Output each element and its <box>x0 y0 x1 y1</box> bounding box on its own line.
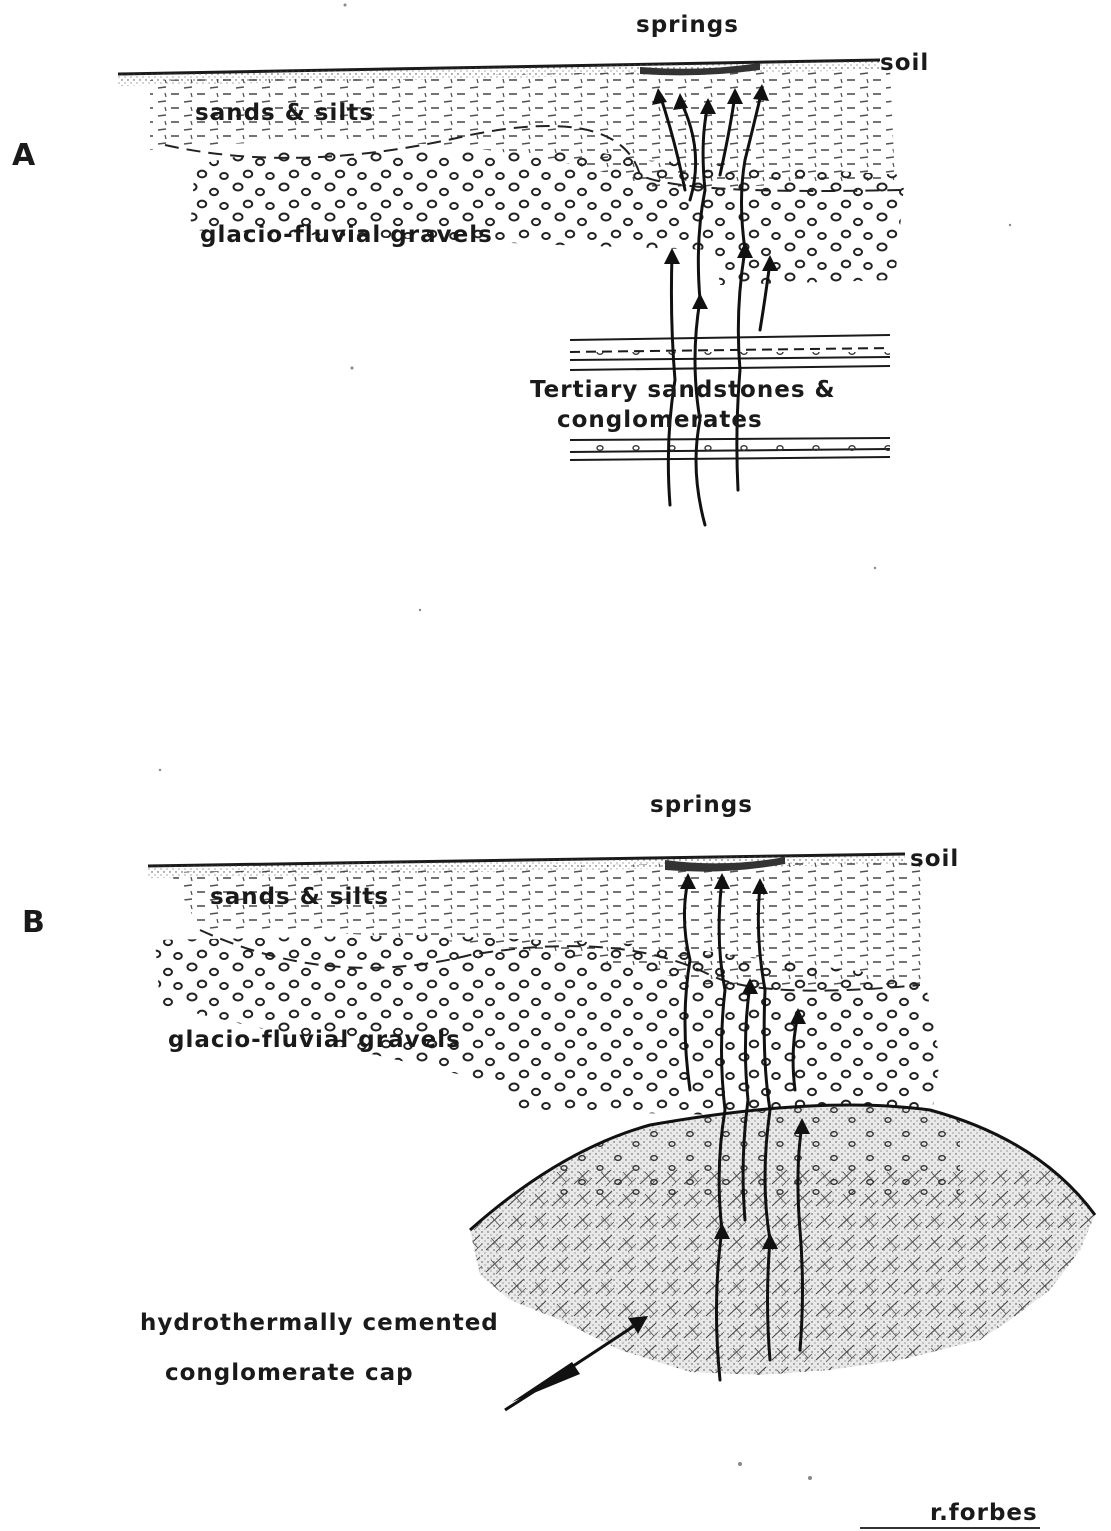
panel-b-sands-silts-label: sands & silts <box>210 884 389 910</box>
panel-b-cap-label-line1: hydrothermally cemented <box>140 1310 499 1336</box>
panel-a-sands-silts-label: sands & silts <box>195 100 374 126</box>
panel-b-label: B <box>22 905 45 940</box>
panel-b-soil-label: soil <box>910 846 959 872</box>
panel-b-gravels-label: glacio-fluvial gravels <box>168 1027 461 1053</box>
panel-a-springs-label: springs <box>636 12 739 38</box>
panel-a-label: A <box>12 138 35 173</box>
panel-a-tertiary-label-line2: conglomerates <box>557 407 763 433</box>
section-a-gravel-layer <box>180 150 910 290</box>
cap-callout-arrow <box>505 1316 648 1410</box>
panel-b-springs-label: springs <box>650 792 753 818</box>
section-b-cemented-cap <box>460 1090 1110 1390</box>
section-a-drawing <box>118 60 910 525</box>
panel-b-cap-label-line2: conglomerate cap <box>165 1360 414 1386</box>
panel-a-gravels-label: glacio-fluvial gravels <box>200 222 493 248</box>
panel-a-soil-label: soil <box>880 50 929 76</box>
author-signature: r.forbes <box>930 1500 1038 1526</box>
panel-a-tertiary-label-line1: Tertiary sandstones & <box>530 377 836 403</box>
